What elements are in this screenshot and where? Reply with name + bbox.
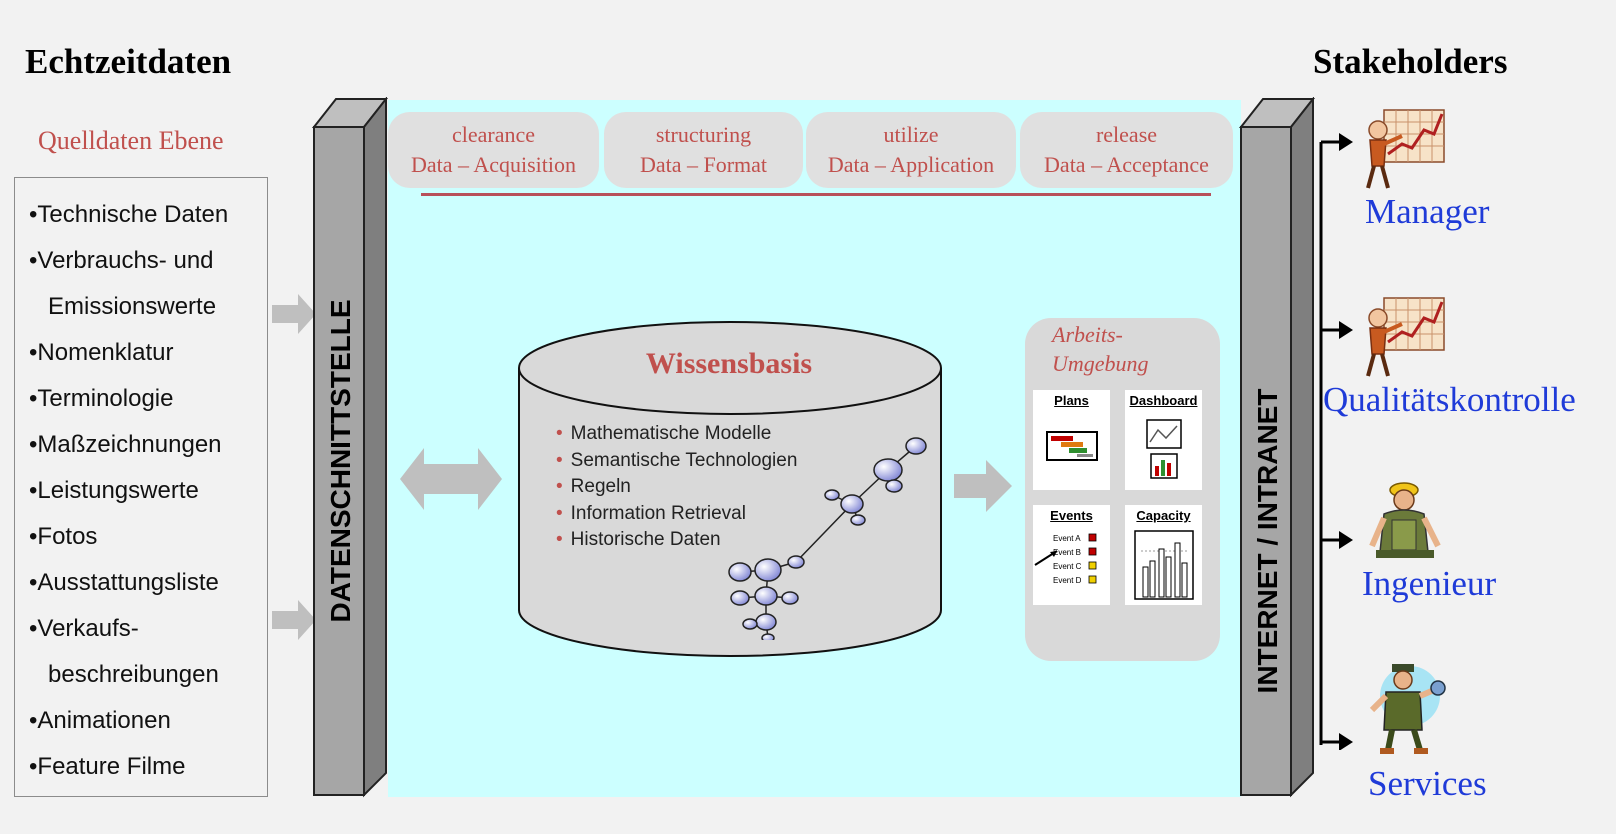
source-arrow-upper — [272, 294, 316, 334]
source-item-emissionswerte: Emissionswerte — [48, 293, 217, 320]
gantt-icon — [1046, 431, 1098, 461]
source-item-leistungswerte: •Leistungswerte — [29, 477, 199, 504]
source-item-animationen: •Animationen — [29, 707, 171, 734]
double-arrow — [400, 448, 502, 510]
phase-application-bottom: Data – Application — [827, 152, 995, 177]
capacity-card: Capacity — [1125, 505, 1202, 605]
network-label: INTERNET / INTRANET — [1252, 389, 1283, 694]
stakeholder-services: Services — [1368, 764, 1487, 803]
dashboard-icon — [1146, 419, 1182, 479]
phase-acquisition-bottom: Data – Acquisition — [411, 152, 576, 177]
source-item-nomenklatur: •Nomenklatur — [29, 339, 174, 366]
quality-control-figure-icon — [1366, 297, 1445, 377]
source-item-verkaufs: •Verkaufs- — [29, 615, 139, 642]
interface-label: DATENSCHNITTSTELLE — [325, 299, 356, 622]
manager-figure-icon — [1366, 109, 1445, 189]
phase-acceptance-top: release — [1095, 122, 1158, 147]
workspace-title-line2: Umgebung — [1052, 351, 1149, 376]
source-arrow-lower — [272, 600, 316, 640]
kb-item-historische-daten: Historische Daten — [556, 527, 797, 554]
phase-acquisition-top: clearance — [451, 122, 536, 147]
stakeholder-manager: Manager — [1365, 192, 1490, 231]
capacity-label: Capacity — [1136, 508, 1191, 523]
phase-format-top: structuring — [655, 122, 752, 147]
dashboard-label: Dashboard — [1129, 393, 1198, 408]
source-item-terminologie: •Terminologie — [29, 385, 174, 412]
events-label: Events — [1050, 508, 1093, 523]
workspace-title-line1: Arbeits- — [1052, 322, 1123, 347]
services-figure-icon — [1369, 664, 1446, 754]
workspace-arrow — [954, 460, 1012, 512]
right-title: Stakeholders — [1313, 42, 1508, 81]
plans-card: Plans — [1033, 390, 1110, 490]
network-pillar: INTERNET / INTRANET — [1239, 97, 1316, 798]
event-d-label: Event D — [1053, 576, 1082, 585]
phase-format-bottom: Data – Format — [639, 152, 768, 177]
source-item-verbrauchs: •Verbrauchs- und — [29, 247, 214, 274]
kb-item-regeln: Regeln — [556, 474, 797, 501]
phase-application-top: utilize — [883, 122, 939, 147]
interface-pillar: DATENSCHNITTSTELLE — [312, 97, 389, 798]
event-b-label: Event B — [1053, 548, 1081, 557]
source-item-technische-daten: •Technische Daten — [29, 201, 229, 228]
source-item-feature-filme: •Feature Filme — [29, 753, 186, 780]
stakeholder-qualitaetskontrolle: Qualitätskontrolle — [1323, 380, 1576, 419]
source-item-beschreibungen: beschreibungen — [48, 661, 219, 688]
phase-format: structuring Data – Format — [604, 112, 803, 188]
kb-item-semantische-technologien: Semantische Technologien — [556, 448, 798, 475]
kb-item-mathematische-modelle: Mathematische Modelle — [556, 421, 797, 448]
engineer-figure-icon — [1369, 482, 1441, 558]
phase-application: utilize Data – Application — [806, 112, 1016, 188]
source-data-list: •Technische Daten •Verbrauchs- und Emiss… — [15, 178, 267, 790]
events-card: Events Event A Event B Event C Event D — [1033, 505, 1110, 605]
left-title: Echtzeitdaten — [25, 42, 232, 81]
phase-acceptance-bottom: Data – Acceptance — [1044, 152, 1209, 177]
source-data-box: •Technische Daten •Verbrauchs- und Emiss… — [14, 177, 268, 797]
events-list-icon: Event A Event B Event C Event D — [1034, 533, 1097, 585]
source-level-label: Quelldaten Ebene — [38, 126, 224, 155]
source-item-ausstattungsliste: •Ausstattungsliste — [29, 569, 219, 596]
phase-acquisition: clearance Data – Acquisition — [388, 112, 599, 188]
phase-divider-line — [421, 193, 1211, 196]
event-a-label: Event A — [1053, 534, 1081, 543]
dashboard-card: Dashboard — [1125, 390, 1202, 490]
kb-item-information-retrieval: Information Retrieval — [556, 501, 797, 528]
plans-label: Plans — [1054, 393, 1089, 408]
network-graph-icon — [728, 437, 927, 640]
phase-acceptance: release Data – Acceptance — [1020, 112, 1233, 188]
source-item-fotos: •Fotos — [29, 523, 98, 550]
stakeholder-connectors — [1319, 133, 1353, 750]
knowledge-base-list: Mathematische Modelle Semantische Techno… — [556, 421, 798, 554]
event-c-label: Event C — [1053, 562, 1082, 571]
source-item-masszeichnungen: •Maßzeichnungen — [29, 431, 222, 458]
capacity-chart-icon — [1134, 530, 1194, 600]
stakeholder-ingenieur: Ingenieur — [1362, 564, 1497, 603]
knowledge-base-title: Wissensbasis — [645, 347, 813, 380]
workspace-title: Arbeits- Umgebung — [1052, 320, 1149, 378]
